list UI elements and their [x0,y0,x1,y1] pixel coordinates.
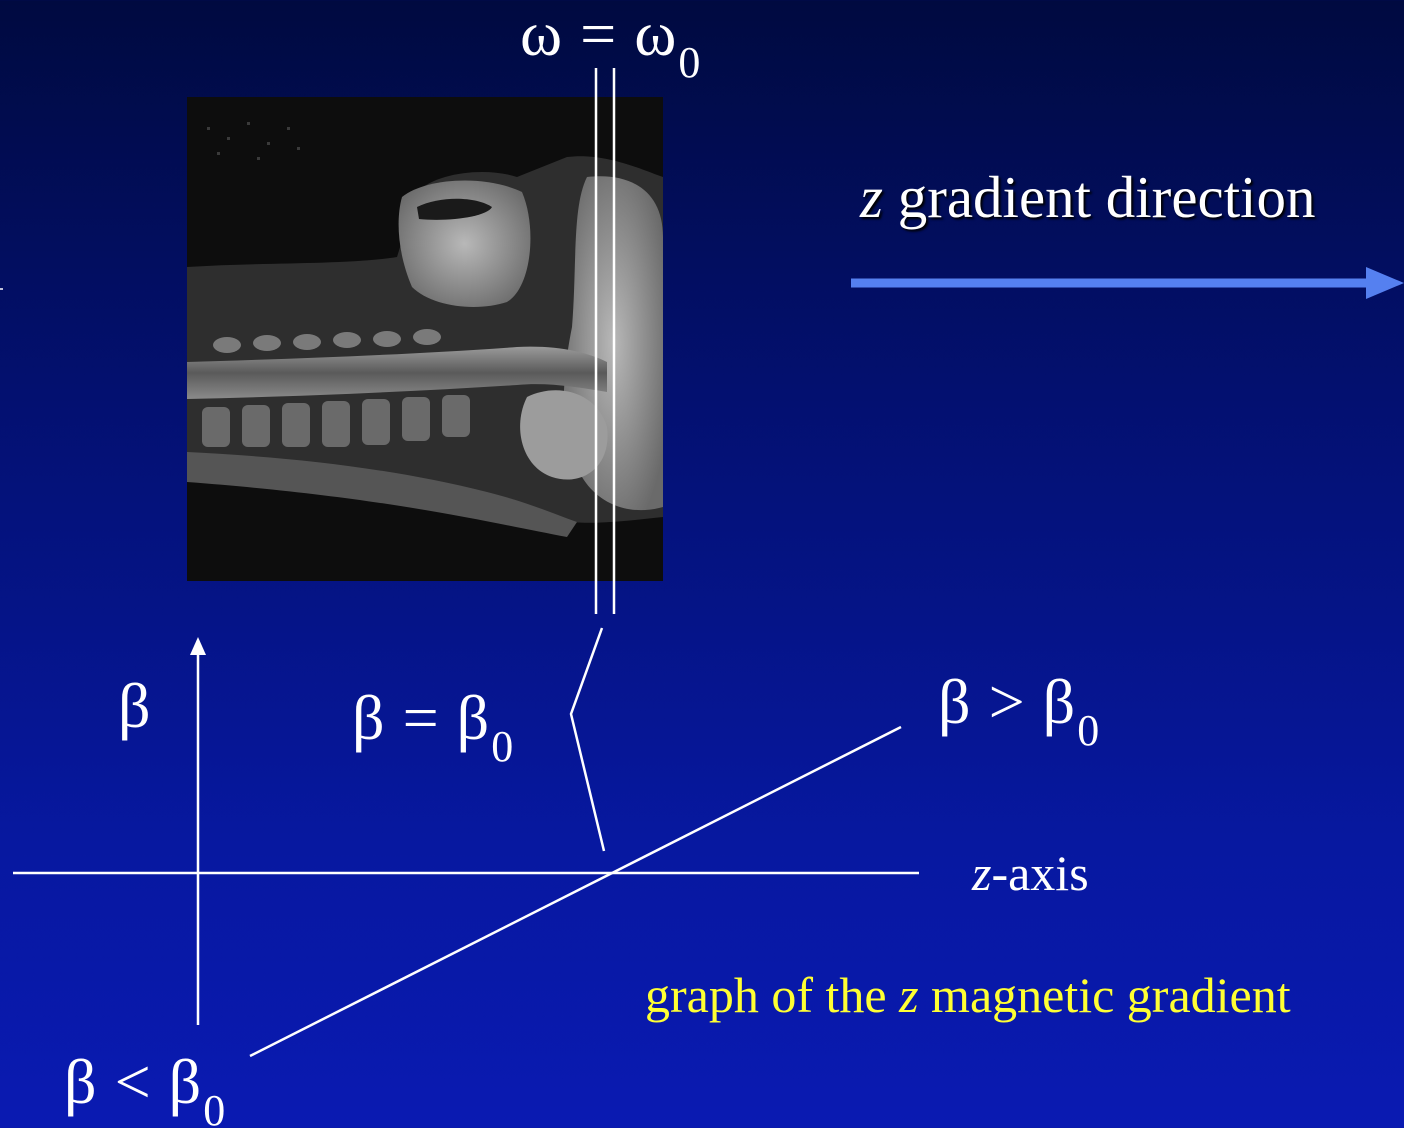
omega-symbol: ω [520,0,562,69]
gradient-arrow-head [1366,267,1404,299]
axis-text: -axis [991,845,1088,901]
beta-symbol: β [352,682,385,753]
beta-symbol: β [64,1046,97,1117]
equals-sign: = [580,0,616,69]
subscript-zero: 0 [678,38,700,87]
gradient-direction-text: gradient direction [883,164,1316,230]
z-variable: z [899,967,918,1023]
caption-text-before: graph of the [645,967,899,1023]
beta-symbol: β [457,682,490,753]
beta-symbol: β [938,666,971,737]
subscript-zero: 0 [203,1086,225,1128]
caption-text-after: magnetic gradient [919,967,1291,1023]
subscript-zero: 0 [1077,706,1099,755]
beta-less-beta0-label: β<β0 [64,1050,225,1114]
gradient-graph-caption: graph of the z magnetic gradient [645,970,1291,1020]
omega-symbol: ω [634,0,676,69]
beta-symbol: β [169,1046,202,1117]
beta-equal-pointer [571,628,604,851]
beta-axis-arrowhead [190,637,206,655]
subscript-zero: 0 [491,722,513,771]
gradient-direction-title: z gradient direction [860,168,1315,227]
omega-equals-omega0-label: ω=ω0 [520,2,700,66]
z-variable: z [860,164,883,230]
less-than-sign: < [115,1046,151,1117]
greater-than-sign: > [989,666,1025,737]
beta-symbol: β [1043,666,1076,737]
beta-greater-beta0-label: β>β0 [938,670,1099,734]
z-variable: z [972,845,991,901]
equals-sign: = [403,682,439,753]
beta-axis-label: β [118,674,151,738]
z-axis-label: z-axis [972,848,1089,898]
beta-equals-beta0-label: β=β0 [352,686,513,750]
